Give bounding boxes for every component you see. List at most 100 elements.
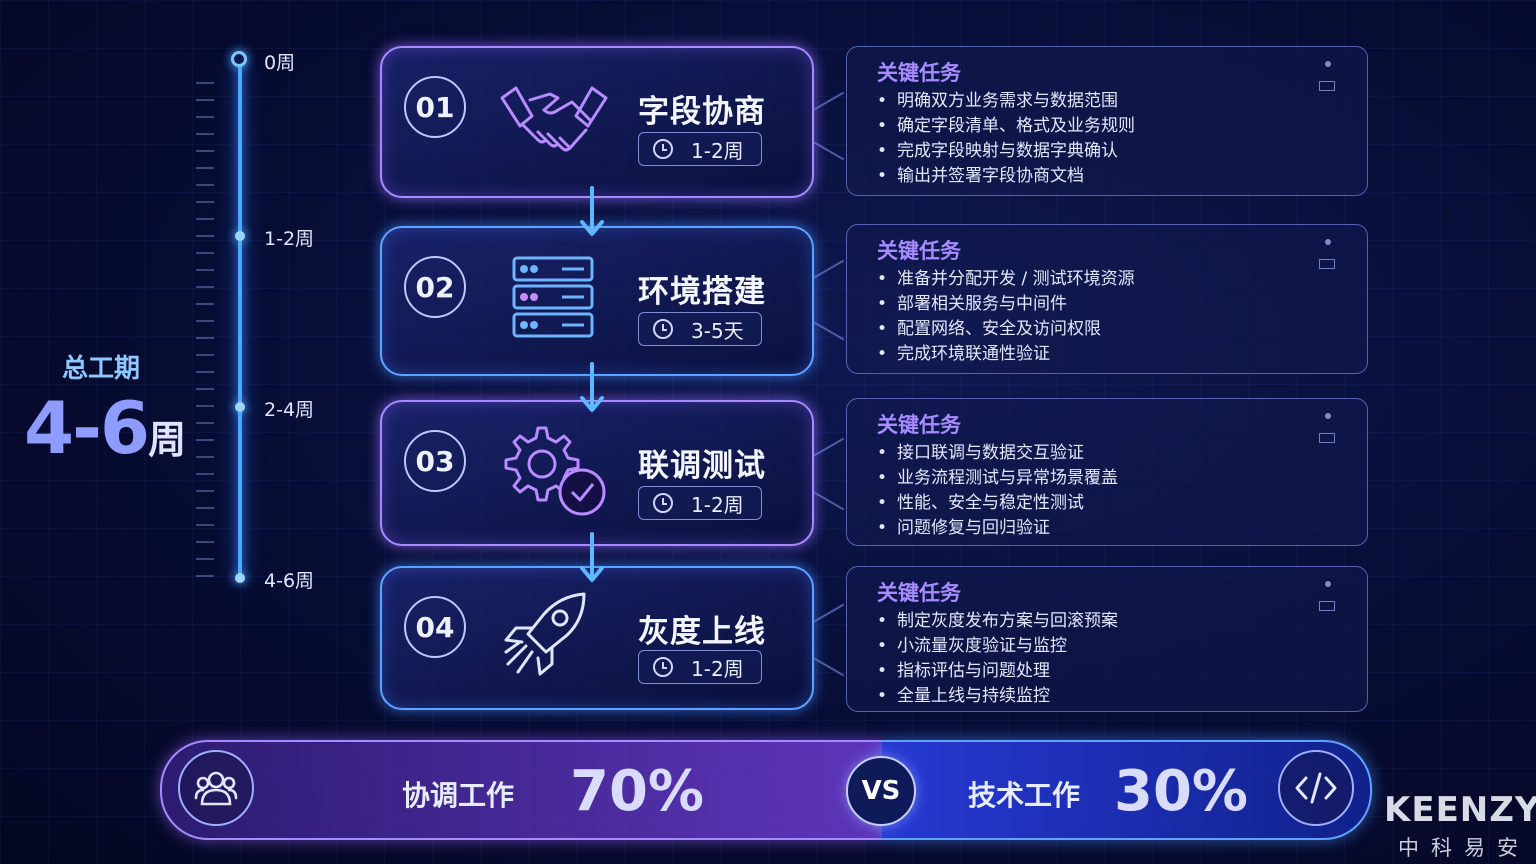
brand-logo: KEENZY <box>1384 790 1536 830</box>
timeline-tick <box>196 405 214 407</box>
timeline-dot <box>235 402 245 412</box>
decor-square <box>1319 259 1335 269</box>
task-panel-2: 关键任务 准备并分配开发 / 测试环境资源 部署相关服务与中间件 配置网络、安全… <box>846 224 1368 374</box>
timeline-tick <box>196 558 214 560</box>
timeline-tick <box>196 303 214 305</box>
task-item: 全量上线与持续监控 <box>877 684 1118 709</box>
phase-card-1[interactable]: 01 字段协商 1-2周 <box>380 46 814 198</box>
timeline-tick <box>196 354 214 356</box>
clock-icon <box>653 139 673 159</box>
duration-text: 3-5天 <box>691 318 744 343</box>
task-item: 配置网络、安全及访问权限 <box>877 317 1135 342</box>
timeline-tick <box>196 184 214 186</box>
decor-dot <box>1325 61 1331 67</box>
decor-square <box>1319 81 1335 91</box>
task-panel-1: 关键任务 明确双方业务需求与数据范围 确定字段清单、格式及业务规则 完成字段映射… <box>846 46 1368 196</box>
task-item: 性能、安全与稳定性测试 <box>877 491 1118 516</box>
task-item: 接口联调与数据交互验证 <box>877 441 1118 466</box>
timeline-tick <box>196 150 214 152</box>
task-title: 关键任务 <box>877 239 961 263</box>
task-item: 完成环境联通性验证 <box>877 342 1135 367</box>
technical-label: 技术工作 <box>968 779 1081 812</box>
timeline-tick <box>196 473 214 475</box>
phase-card-2[interactable]: 02 环境搭建 3-5天 <box>380 226 814 376</box>
task-item: 指标评估与问题处理 <box>877 659 1118 684</box>
duration-badge: 3-5天 <box>638 312 762 346</box>
task-list: 接口联调与数据交互验证 业务流程测试与异常场景覆盖 性能、安全与稳定性测试 问题… <box>877 441 1118 541</box>
task-item: 确定字段清单、格式及业务规则 <box>877 114 1135 139</box>
task-list: 明确双方业务需求与数据范围 确定字段清单、格式及业务规则 完成字段映射与数据字典… <box>877 89 1135 189</box>
timeline-tick <box>196 320 214 322</box>
task-item: 明确双方业务需求与数据范围 <box>877 89 1135 114</box>
phase-number: 04 <box>404 596 466 658</box>
timeline-tick <box>196 167 214 169</box>
task-title: 关键任务 <box>877 413 961 437</box>
timeline-tick <box>196 371 214 373</box>
timeline-tick <box>196 575 214 577</box>
decor-dot <box>1325 581 1331 587</box>
timeline-label-1: 1-2周 <box>264 228 315 250</box>
total-duration-unit: 周 <box>148 418 187 462</box>
timeline-tick <box>196 388 214 390</box>
technical-value: 30% <box>1114 759 1249 824</box>
decor-dot <box>1325 413 1331 419</box>
down-arrow-icon <box>580 362 604 412</box>
decor-square <box>1319 601 1335 611</box>
timeline-tick <box>196 439 214 441</box>
duration-text: 1-2周 <box>691 138 744 163</box>
timeline-tick <box>196 252 214 254</box>
brand-subtitle: 中科易安 <box>1398 836 1530 860</box>
total-duration-value: 4-6周 <box>24 392 186 464</box>
phase-card-4[interactable]: 04 灰度上线 1-2周 <box>380 566 814 710</box>
task-title: 关键任务 <box>877 61 961 85</box>
phase-title: 灰度上线 <box>638 614 766 650</box>
decor-square <box>1319 433 1335 443</box>
task-item: 业务流程测试与异常场景覆盖 <box>877 466 1118 491</box>
phase-title: 环境搭建 <box>638 274 766 310</box>
clock-icon <box>653 319 673 339</box>
phase-card-3[interactable]: 03 联调测试 1-2周 <box>380 400 814 546</box>
phase-title: 联调测试 <box>638 448 766 484</box>
timeline-dot-start <box>231 51 247 67</box>
duration-badge: 1-2周 <box>638 650 762 684</box>
technical-bar: 技术工作 30% <box>882 740 1372 840</box>
coordination-label: 协调工作 <box>402 779 515 812</box>
task-item: 输出并签署字段协商文档 <box>877 164 1135 189</box>
timeline-line <box>238 58 242 580</box>
task-list: 准备并分配开发 / 测试环境资源 部署相关服务与中间件 配置网络、安全及访问权限… <box>877 267 1135 367</box>
timeline-tick <box>196 456 214 458</box>
timeline-tick <box>196 541 214 543</box>
task-item: 小流量灰度验证与监控 <box>877 634 1118 659</box>
task-item: 问题修复与回归验证 <box>877 516 1118 541</box>
vs-badge: VS <box>846 756 916 826</box>
timeline-label-3: 4-6周 <box>264 570 315 592</box>
timeline-tick <box>196 99 214 101</box>
coordination-bar: 协调工作 70% <box>160 740 882 840</box>
total-duration-number: 4-6 <box>24 386 150 470</box>
task-list: 制定灰度发布方案与回滚预案 小流量灰度验证与监控 指标评估与问题处理 全量上线与… <box>877 609 1118 709</box>
task-item: 部署相关服务与中间件 <box>877 292 1135 317</box>
gear-check-icon <box>500 424 610 524</box>
phase-title: 字段协商 <box>638 94 766 130</box>
phase-number: 03 <box>404 430 466 492</box>
timeline-tick <box>196 201 214 203</box>
total-duration-title: 总工期 <box>61 354 140 384</box>
down-arrow-icon <box>580 186 604 236</box>
timeline-tick <box>196 116 214 118</box>
timeline-tick <box>196 490 214 492</box>
phase-number: 01 <box>404 76 466 138</box>
task-item: 完成字段映射与数据字典确认 <box>877 139 1135 164</box>
timeline-tick <box>196 269 214 271</box>
server-icon <box>510 254 596 344</box>
phase-number: 02 <box>404 256 466 318</box>
timeline-tick <box>196 82 214 84</box>
clock-icon <box>653 657 673 677</box>
decor-dot <box>1325 239 1331 245</box>
timeline-tick <box>196 524 214 526</box>
timeline-tick <box>196 133 214 135</box>
timeline-label-0: 0周 <box>264 52 296 74</box>
duration-text: 1-2周 <box>691 492 744 517</box>
timeline-tick <box>196 507 214 509</box>
timeline-tick <box>196 337 214 339</box>
timeline-tick <box>196 235 214 237</box>
